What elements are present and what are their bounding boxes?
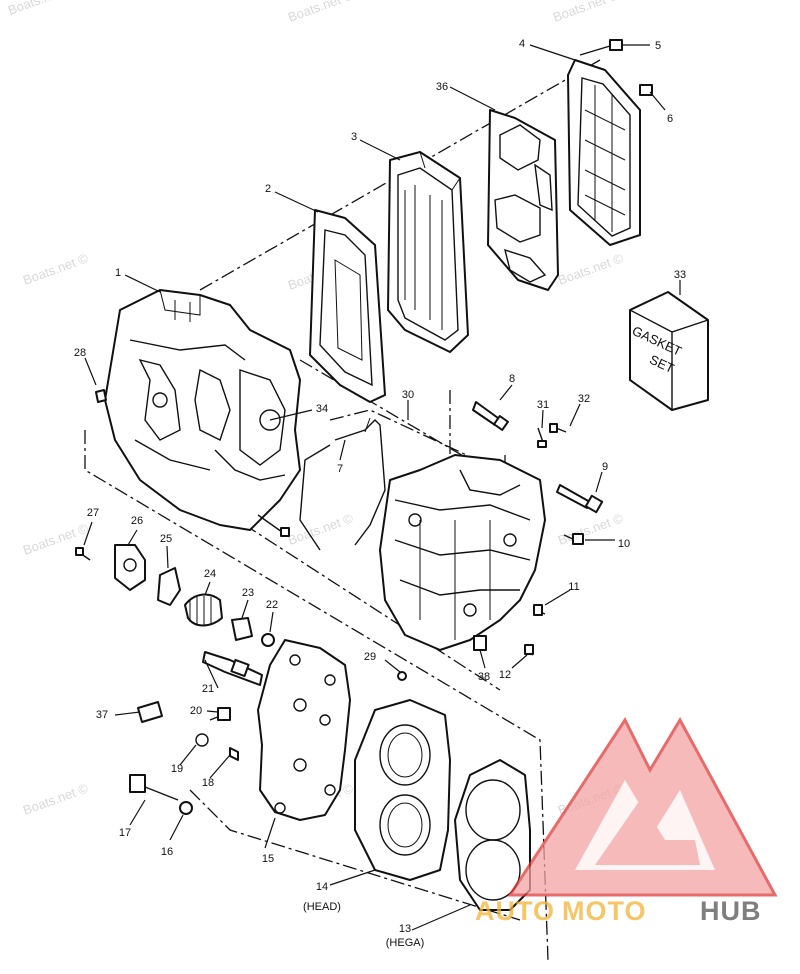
callout-14: 14 [316, 881, 328, 893]
head-gasket [454, 759, 531, 911]
watermark: Boats.net © [286, 0, 356, 25]
callout-8: 8 [509, 373, 515, 385]
label-head: (HEAD) [303, 901, 341, 913]
callout-7: 7 [337, 463, 343, 475]
block-plate-3 [387, 151, 469, 353]
logo-text-moto: MOTO [562, 896, 647, 926]
callout-27: 27 [87, 507, 99, 519]
callout-3: 3 [351, 131, 357, 143]
label-hega: (HEGA) [386, 937, 425, 949]
crankcase-half [379, 454, 546, 651]
leader-lines [83, 44, 681, 931]
callouts: 1 2 3 4 5 6 7 8 9 10 11 12 13 (HEGA) 14 … [74, 38, 686, 949]
gasket-set-box: GASKET SET [629, 291, 709, 411]
cylinder-head [354, 699, 451, 881]
callout-12: 12 [499, 669, 511, 681]
callout-22: 22 [266, 599, 278, 611]
cover-plate [567, 59, 641, 246]
callout-37: 37 [96, 709, 108, 721]
callout-13: 13 [399, 923, 411, 935]
callout-23: 23 [242, 587, 254, 599]
callout-31: 31 [537, 399, 549, 411]
dowel-pin-28 [95, 389, 107, 403]
callout-5: 5 [655, 40, 661, 52]
watermark: Boats.net © [551, 0, 621, 25]
callout-17: 17 [119, 827, 131, 839]
cylinder-block [104, 289, 301, 531]
callout-1: 1 [115, 267, 121, 279]
callout-33: 33 [674, 269, 686, 281]
automotohub-logo: AUTO MOTO HUB [475, 716, 778, 926]
spark-plug-and-bolts [129, 651, 263, 815]
thermostat-assembly [75, 544, 275, 647]
callout-26: 26 [131, 515, 143, 527]
callout-38: 38 [478, 671, 490, 683]
cylinder-head-cover [257, 639, 351, 821]
callout-21: 21 [202, 683, 214, 695]
callout-34: 34 [316, 403, 328, 415]
callout-15: 15 [262, 853, 274, 865]
callout-4: 4 [519, 38, 525, 50]
callout-2: 2 [265, 183, 271, 195]
callout-10: 10 [618, 538, 630, 550]
screw-34 [257, 514, 290, 537]
callout-36: 36 [436, 81, 448, 93]
callout-16: 16 [161, 846, 173, 858]
callout-19: 19 [171, 763, 183, 775]
logo-text-auto: AUTO [475, 896, 555, 926]
watermark: Boats.net © [21, 780, 91, 818]
watermark: Boats.net © [6, 0, 76, 18]
callout-24: 24 [204, 568, 216, 580]
callout-30: 30 [402, 389, 414, 401]
callout-9: 9 [602, 461, 608, 473]
callout-29: 29 [364, 651, 376, 663]
watermark: Boats.net © [556, 510, 626, 548]
logo-text-hub: HUB [700, 896, 762, 926]
watermark: Boats.net © [21, 250, 91, 288]
callout-25: 25 [160, 533, 172, 545]
callout-6: 6 [667, 113, 673, 125]
gasket-36 [487, 109, 559, 291]
watermark: Boats.net © [286, 510, 356, 548]
callout-20: 20 [190, 705, 202, 717]
callout-18: 18 [202, 777, 214, 789]
gasket-2 [309, 209, 386, 403]
wire-7 [299, 417, 386, 551]
callout-28: 28 [74, 347, 86, 359]
watermark: Boats.net © [556, 250, 626, 288]
callout-11: 11 [568, 581, 579, 593]
callout-32: 32 [578, 393, 590, 405]
fasteners [397, 39, 653, 681]
